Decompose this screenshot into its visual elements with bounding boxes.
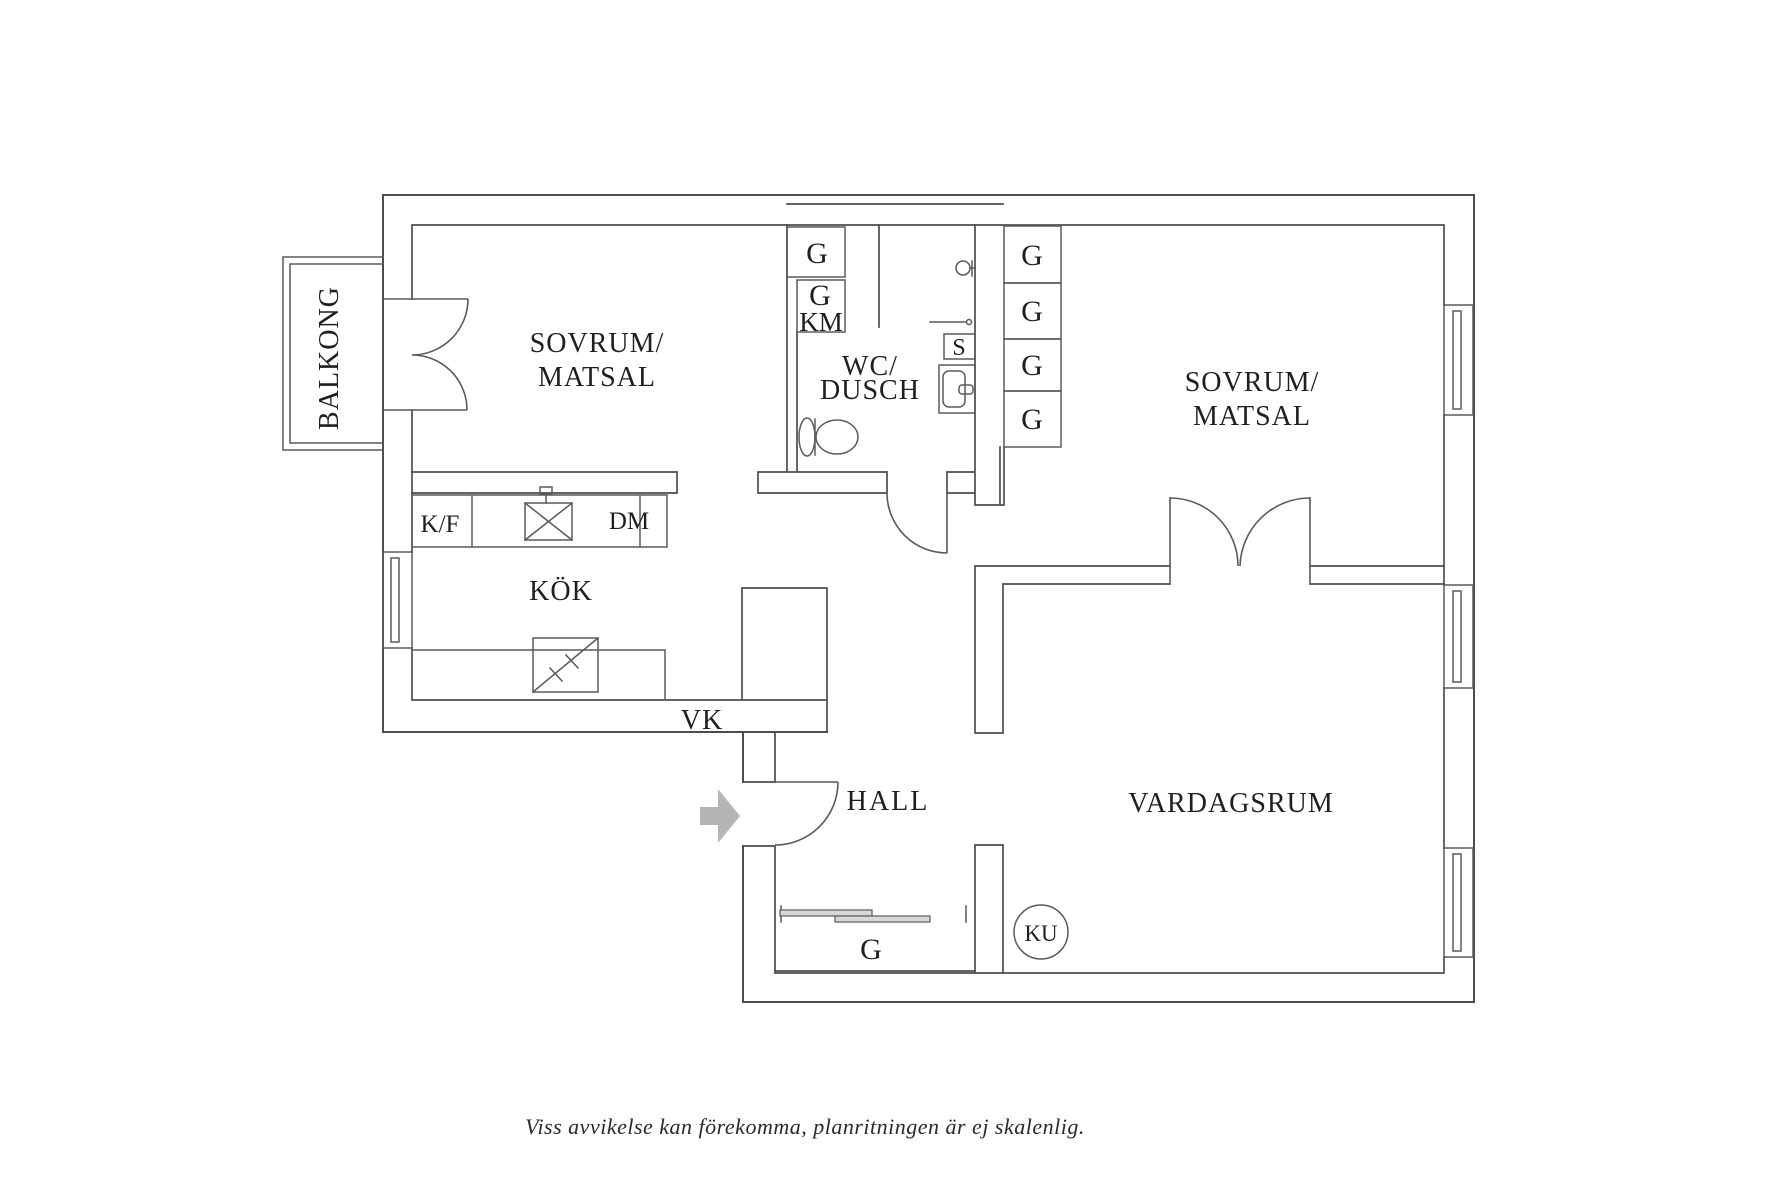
label-wardrobe-hall: G <box>860 933 882 966</box>
label-dishwasher: DM <box>609 508 649 535</box>
shower-head-icon <box>955 260 971 276</box>
window-frame <box>1443 847 1474 958</box>
shower-knob <box>965 318 973 326</box>
window-frame <box>1443 304 1474 416</box>
toilet-cistern <box>798 417 816 457</box>
balcony-door <box>383 298 469 411</box>
label-cabinet-s: S <box>952 335 965 361</box>
room-label-kitchen: KÖK <box>529 576 593 607</box>
doors <box>383 298 1311 846</box>
inner-wall-faces <box>411 203 1445 974</box>
room-label-balcony: BALKONG <box>314 286 345 430</box>
label-wardrobe-4: G <box>1021 403 1043 436</box>
outer-wall <box>382 194 1475 1003</box>
sliding-door-panel-1 <box>779 909 873 917</box>
label-wardrobe-km-g: G <box>809 279 831 312</box>
label-wardrobe-1: G <box>1021 239 1043 272</box>
label-wardrobe-2: G <box>1021 295 1043 328</box>
windows <box>282 256 1474 958</box>
toilet-bowl <box>815 419 859 455</box>
label-tiled-stove-ku: KU <box>1024 921 1058 946</box>
room-label-bathroom-line2: DUSCH <box>820 375 920 406</box>
label-fridge-freezer: K/F <box>421 511 460 538</box>
walls <box>382 194 1475 1003</box>
window-frame <box>1443 584 1474 689</box>
room-label-livingroom: VARDAGSRUM <box>1128 788 1334 819</box>
tiled-stove-circle <box>1013 904 1069 960</box>
room-label-bedroom2-line1: SOVRUM/ <box>1185 367 1320 398</box>
label-washer-km: KM <box>799 307 843 337</box>
double-door-livingroom <box>1169 497 1311 584</box>
room-label-bathroom-line1: WC/ <box>842 351 898 382</box>
window-frame <box>382 551 413 649</box>
stove-box <box>532 637 599 693</box>
fixtures <box>411 225 1069 960</box>
room-label-bedroom1-line2: MATSAL <box>538 362 656 393</box>
sink-cross <box>523 492 574 542</box>
toilet <box>798 417 859 457</box>
livingroom-window-upper <box>1443 584 1474 689</box>
labels: BALKONG SOVRUM/ MATSAL WC/ DUSCH SOVRUM/… <box>314 237 1334 966</box>
room-label-bedroom1-line1: SOVRUM/ <box>530 328 665 359</box>
wardrobe-washer-box <box>796 279 846 333</box>
wardrobe-box-4 <box>1003 390 1062 448</box>
entrance-door <box>774 781 839 846</box>
label-shaft-vk: VK <box>681 705 723 736</box>
disclaimer-caption: Viss avvikelse kan förekomma, planritnin… <box>525 1114 1085 1139</box>
kitchen-counter <box>411 494 668 548</box>
window-glass <box>390 557 400 643</box>
entrance-arrow-icon <box>700 789 740 843</box>
sink-counter <box>938 364 976 414</box>
stove-symbol <box>531 636 600 694</box>
stove <box>531 636 600 694</box>
livingroom-window-lower <box>1443 847 1474 958</box>
window-glass <box>1452 853 1462 952</box>
shower <box>929 260 976 326</box>
wardrobe-box-top <box>786 226 846 278</box>
shower-rail <box>929 260 976 323</box>
bathroom-door <box>886 492 948 554</box>
sink-basin <box>524 502 573 541</box>
label-wardrobe-3: G <box>1021 349 1043 382</box>
bathroom-sink <box>938 364 976 414</box>
sink-tap <box>958 384 974 395</box>
hall-wardrobe <box>779 905 967 923</box>
sink-bowl <box>942 370 966 408</box>
kitchen-lower-counter <box>411 649 666 701</box>
window-glass <box>1452 590 1462 683</box>
sink-faucet <box>539 486 553 495</box>
room-label-bedroom2-line2: MATSAL <box>1193 401 1311 432</box>
window-glass <box>1452 310 1462 410</box>
balcony-railing <box>282 256 384 451</box>
room-label-hall: HALL <box>847 786 930 817</box>
label-wardrobe-top: G <box>806 237 828 270</box>
kitchen-window <box>382 551 413 649</box>
sliding-door-panel-2 <box>834 915 931 923</box>
bathroom-cabinet <box>943 333 976 360</box>
kitchen-sink <box>523 486 574 542</box>
bedroom2-window <box>1443 304 1474 416</box>
